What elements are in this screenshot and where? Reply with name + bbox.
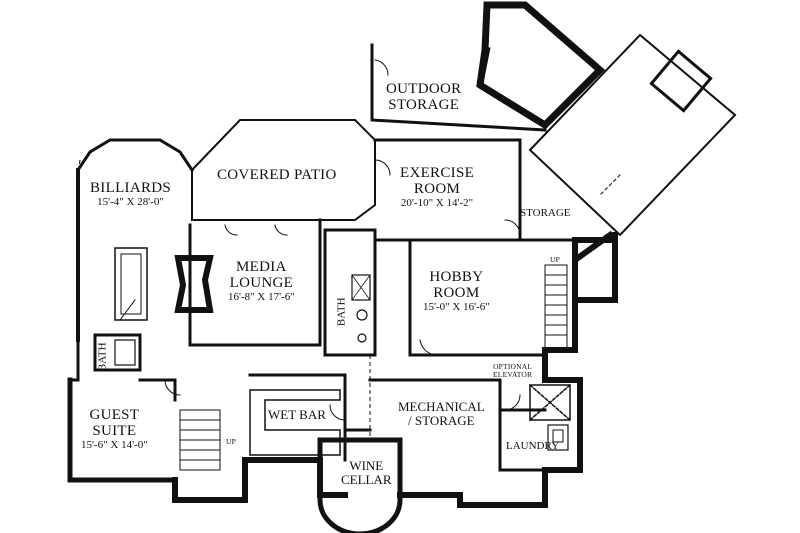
storage-label: STORAGE: [520, 207, 571, 219]
media-fireplace: [174, 255, 214, 313]
mechanical-storage-label: MECHANICAL / STORAGE: [398, 399, 485, 428]
right-stair-wall: [572, 230, 618, 303]
billiards-label: BILLIARDS 15'-4" X 28'-0": [90, 180, 172, 208]
billiard-table: [114, 247, 148, 321]
covered-patio-label: COVERED PATIO: [217, 167, 337, 183]
wet-bar-counter: [249, 389, 341, 456]
south-east-wall: [397, 237, 613, 508]
upper-mid-wall: [476, 46, 550, 130]
bath-left-label: BATH: [96, 342, 109, 372]
billiards-bay-wall: [75, 138, 195, 173]
wet-bar-label: WET BAR: [268, 407, 326, 422]
media-lounge-label: MEDIA LOUNGE 16'-8" X 17'-6": [228, 259, 295, 303]
wine-cellar-label: WINE CELLAR: [341, 458, 392, 487]
bath-center-label: BATH: [335, 297, 348, 327]
door-swings: [164, 59, 521, 421]
stairs-up-left-label: UP: [226, 437, 236, 446]
exercise-room-label: EXERCISE ROOM 20'-10" X 14'-2": [400, 165, 475, 209]
interior-walls: [68, 138, 577, 472]
upper-right-wing-wall: [476, 1, 606, 130]
stairs-left: [179, 409, 221, 471]
laundry-label: LAUNDRY: [506, 440, 560, 452]
outdoor-storage-wall: [370, 43, 547, 132]
guest-suite-label: GUEST SUITE 15'-6" X 14'-0": [81, 407, 148, 451]
guest-west-wall: [67, 377, 178, 483]
pavilion-skylight: [649, 49, 713, 113]
stairs-up-right-label: UP: [550, 255, 560, 264]
right-pavilion-wall: [528, 33, 737, 237]
elevator-shaft: [528, 383, 572, 422]
wine-cellar-wall: [317, 437, 403, 533]
patio-edge: [191, 119, 376, 221]
stairs-right: [544, 264, 568, 351]
outdoor-storage-label: OUTDOOR STORAGE: [386, 81, 462, 113]
hobby-room-label: HOBBY ROOM 15'-0" X 16'-6": [423, 269, 490, 313]
optional-elevator-label: OPTIONAL ELEVATOR: [493, 362, 533, 379]
